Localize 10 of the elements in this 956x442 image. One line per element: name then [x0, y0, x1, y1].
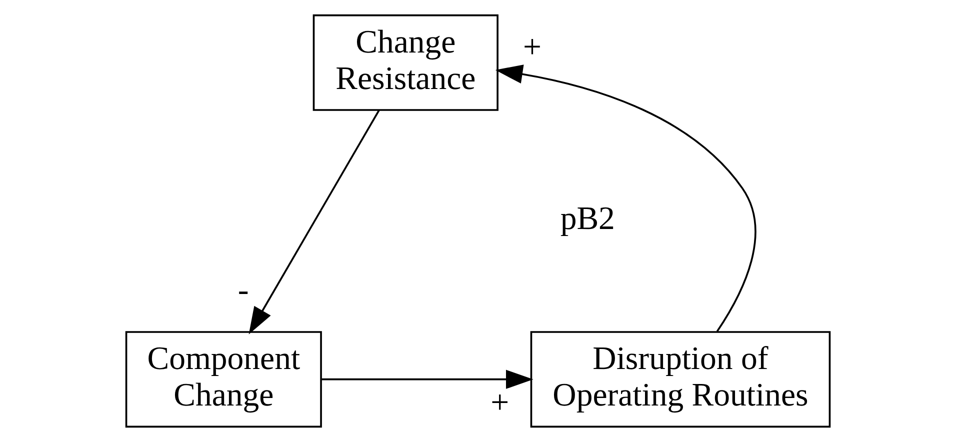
node-box: Component Change	[125, 331, 322, 428]
arrow	[248, 110, 380, 334]
edge-label: +	[522, 30, 542, 66]
edge-label: +	[490, 385, 510, 422]
edge-label: -	[238, 272, 249, 308]
node-box: Disruption of Operating Routines	[530, 331, 831, 428]
arrow	[322, 370, 534, 389]
label: pB2	[560, 201, 615, 238]
node-box: Change Resistance	[312, 14, 498, 111]
arrow	[495, 64, 756, 332]
